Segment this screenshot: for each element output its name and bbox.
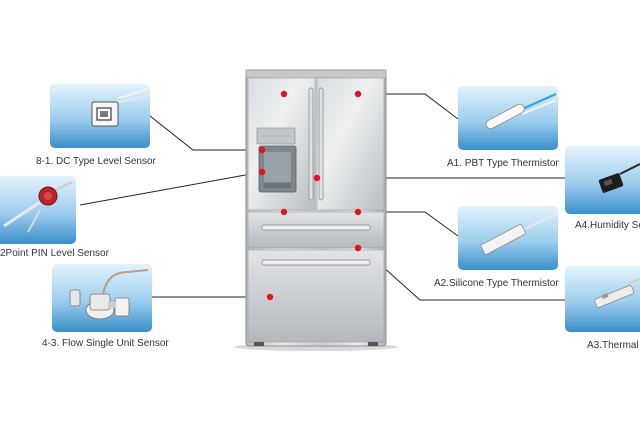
- tile-humidity-sensor: [565, 146, 640, 214]
- sensor-markers: [258, 90, 362, 301]
- left-door-handle: [308, 87, 314, 201]
- label-pbt-thermistor: A1. PBT Type Thermistor: [447, 158, 559, 169]
- marker-dispenser-bottom: [258, 168, 266, 176]
- label-flow-sensor: 4-3. Flow Single Unit Sensor: [42, 338, 169, 349]
- pbt-thermistor-image: [485, 92, 557, 130]
- silicone-thermistor-image: [480, 212, 557, 255]
- label-silicone-thermistor: A2.Silicone Type Thermistor: [434, 278, 559, 289]
- marker-door-center: [313, 174, 321, 182]
- marker-lower-drawer: [266, 293, 274, 301]
- leader-line-pin: [79, 171, 263, 206]
- marker-right-drawer: [354, 208, 362, 216]
- tile-thermal: [565, 266, 640, 332]
- tile-dc-sensor: [50, 84, 150, 148]
- refrigerator: [234, 69, 398, 351]
- right-door-handle: [318, 87, 324, 201]
- dc-sensor-image: [91, 87, 149, 127]
- pin-sensor-image: [3, 180, 73, 233]
- humidity-sensor-image: [598, 163, 640, 193]
- marker-left-drawer: [280, 208, 288, 216]
- marker-dispenser-top: [258, 146, 266, 154]
- upper-drawer-handle: [261, 224, 371, 231]
- label-pin-sensor: 2Point PIN Level Sensor: [0, 248, 109, 259]
- marker-right-door-top: [354, 90, 362, 98]
- tile-pin-sensor: [0, 176, 76, 244]
- tile-flow-sensor: [52, 264, 152, 332]
- lower-drawer-handle: [261, 259, 371, 266]
- label-dc-sensor: 8-1. DC Type Level Sensor: [36, 156, 156, 167]
- tile-pbt-thermistor: [458, 86, 558, 150]
- tile-silicone-thermistor: [458, 206, 558, 270]
- marker-left-door-top: [280, 90, 288, 98]
- flow-sensor-image: [69, 269, 149, 320]
- marker-drawer-divider: [354, 244, 362, 252]
- label-thermal: A3.Thermal: [587, 340, 639, 351]
- right-door: [316, 77, 385, 211]
- label-humidity-sensor: A4.Humidity Se: [575, 220, 640, 231]
- leader-line-dc: [149, 115, 262, 151]
